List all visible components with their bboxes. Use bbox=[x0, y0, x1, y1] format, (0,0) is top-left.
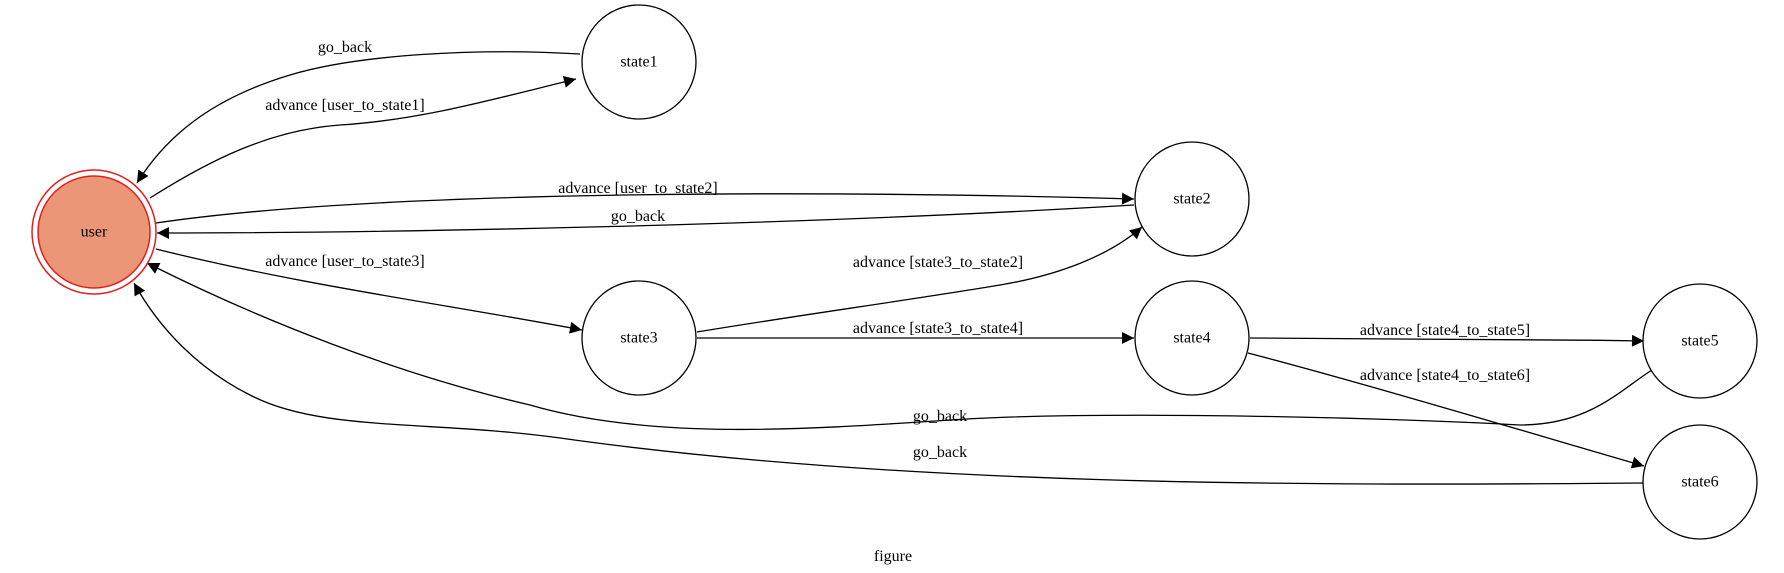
edge-label-state4-to-state5: advance [state4_to_state5] bbox=[1360, 322, 1530, 339]
state6-circle bbox=[1642, 424, 1758, 540]
node-user: user bbox=[31, 169, 157, 295]
state5-circle bbox=[1642, 283, 1758, 399]
node-label-state4: state4 bbox=[1173, 330, 1210, 347]
edge-state6-to-user bbox=[133, 282, 1645, 485]
user-inner-circle bbox=[37, 175, 151, 289]
edge-state1-to-user bbox=[136, 51, 581, 184]
edge-label-user-to-state3: advance [user_to_state3] bbox=[265, 253, 424, 270]
node-state4: state4 bbox=[1134, 280, 1250, 396]
state4-circle bbox=[1134, 280, 1250, 396]
edge-label-state3-to-state2: advance [state3_to_state2] bbox=[853, 254, 1023, 271]
node-state3: state3 bbox=[581, 280, 697, 396]
node-state2: state2 bbox=[1134, 141, 1250, 257]
node-label-user: user bbox=[81, 224, 108, 241]
edge-labels: go_back advance [user_to_state1] advance… bbox=[265, 39, 1530, 461]
edge-user-to-state3 bbox=[155, 248, 583, 334]
edge-label-state6-to-user: go_back bbox=[913, 444, 967, 461]
node-label-state6: state6 bbox=[1681, 474, 1718, 491]
edge-state5-to-user bbox=[146, 262, 1653, 431]
node-label-state1: state1 bbox=[620, 54, 657, 71]
edge-state2-to-user bbox=[156, 204, 1135, 239]
edge-label-state1-to-user: go_back bbox=[318, 39, 372, 56]
edge-state4-to-state5 bbox=[1249, 334, 1645, 347]
state1-circle bbox=[581, 4, 697, 120]
edge-user-to-state1 bbox=[149, 76, 577, 199]
node-state1: state1 bbox=[581, 4, 697, 120]
figure-caption: figure bbox=[874, 548, 912, 565]
node-state6: state6 bbox=[1642, 424, 1758, 540]
edge-label-state3-to-state4: advance [state3_to_state4] bbox=[853, 320, 1023, 337]
edge-label-user-to-state2: advance [user_to_state2] bbox=[558, 180, 717, 197]
node-label-state5: state5 bbox=[1681, 333, 1718, 350]
node-state5: state5 bbox=[1642, 283, 1758, 399]
nodes: user state1 state2 state3 state4 state5 … bbox=[31, 4, 1758, 540]
edges bbox=[133, 51, 1653, 485]
edge-user-to-state2 bbox=[155, 192, 1135, 224]
state3-circle bbox=[581, 280, 697, 396]
user-outer-ring bbox=[31, 169, 157, 295]
node-label-state2: state2 bbox=[1173, 191, 1210, 208]
edge-state3-to-state2 bbox=[696, 226, 1143, 333]
state2-circle bbox=[1134, 141, 1250, 257]
node-label-state3: state3 bbox=[620, 330, 657, 347]
edge-state4-to-state6 bbox=[1247, 352, 1645, 469]
edge-label-state2-to-user: go_back bbox=[611, 208, 665, 225]
edge-label-user-to-state1: advance [user_to_state1] bbox=[265, 97, 424, 114]
edge-label-state4-to-state6: advance [state4_to_state6] bbox=[1360, 367, 1530, 384]
edge-label-state5-to-user: go_back bbox=[913, 408, 967, 425]
